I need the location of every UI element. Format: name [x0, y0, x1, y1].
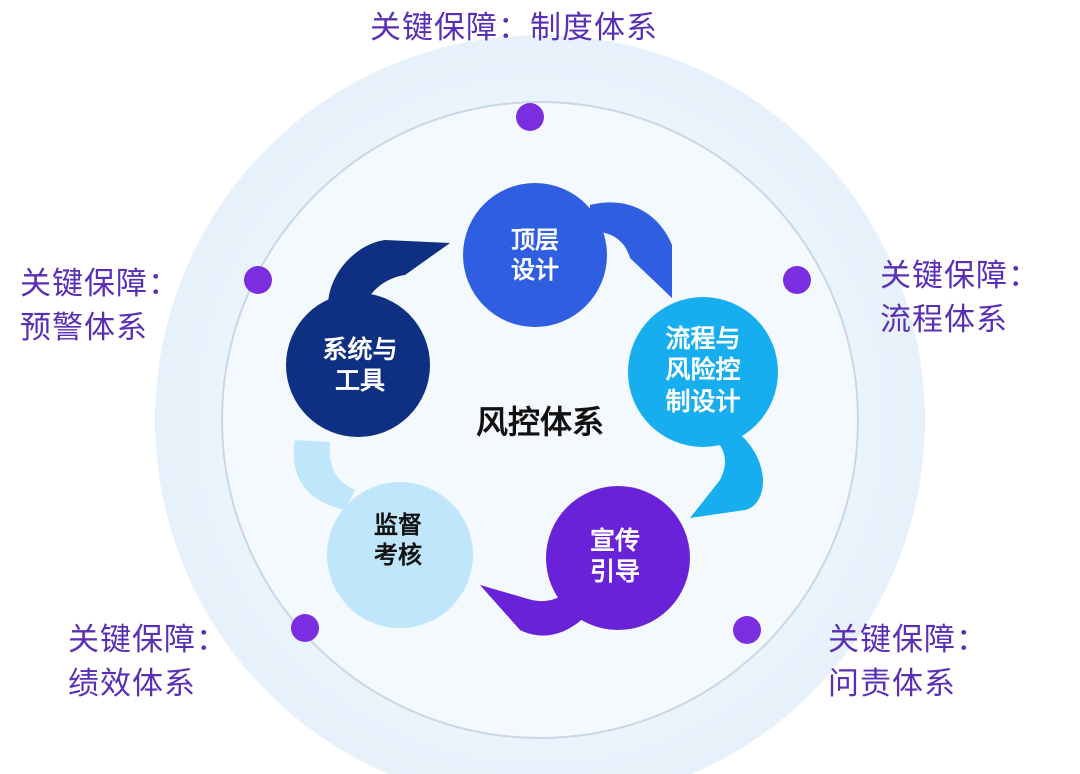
arrow-process-tail [690, 420, 763, 518]
guarantee-label-left: 关键保障： 预警体系 [20, 266, 180, 346]
guarantee-dot-right [783, 266, 811, 294]
center-title: 风控体系 [475, 403, 605, 441]
node-supervision-text: 监督 考核 [374, 511, 422, 569]
guarantee-label-top: 关键保障：制度体系 [370, 10, 658, 46]
guarantee-dot-top [516, 103, 544, 131]
guarantee-label-bottom-right: 关键保障： 问责体系 [828, 622, 988, 702]
node-promotion-text: 宣传 引导 [589, 525, 641, 586]
arrow-top-tail [590, 202, 672, 298]
node-top-design-text: 顶层 设计 [511, 226, 559, 284]
node-promotion [546, 486, 690, 630]
node-top-design [463, 183, 607, 327]
guarantee-dot-bottom-right [733, 616, 761, 644]
guarantee-label-right: 关键保障： 流程体系 [880, 258, 1040, 338]
guarantee-dot-bottom-left [291, 614, 319, 642]
guarantee-label-bottom-left: 关键保障： 绩效体系 [68, 622, 228, 702]
arrow-supervise-tail [293, 440, 355, 510]
node-tools [286, 293, 430, 437]
guarantee-dot-left [244, 266, 272, 294]
node-supervision [327, 482, 473, 628]
node-tools-text: 系统与 工具 [322, 334, 398, 395]
node-process-design-text: 流程与 风险控 制设计 [665, 324, 741, 416]
node-process-design [628, 297, 778, 447]
